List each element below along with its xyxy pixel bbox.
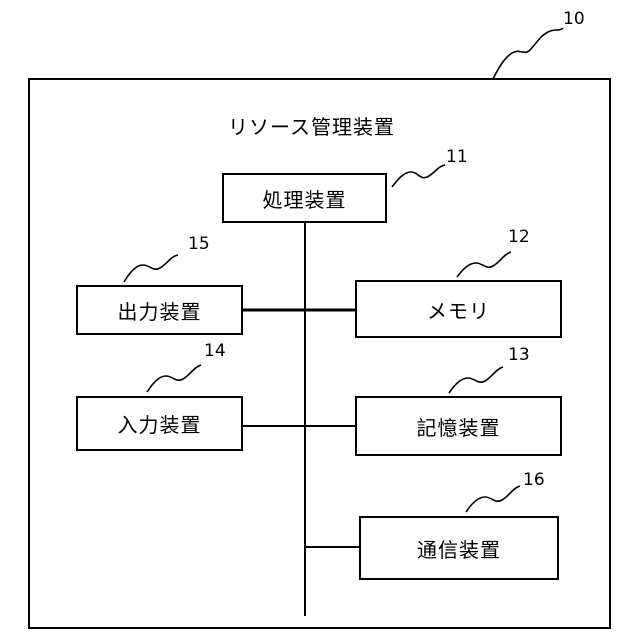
ref-number-11: 11 [446,149,468,166]
leader-line-12 [457,252,511,277]
leader-line-13 [449,367,503,393]
leader-line-11 [392,165,445,187]
ref-number-10: 10 [563,11,585,28]
ref-number-14: 14 [204,343,226,360]
leader-line-14 [147,365,201,392]
output-device-box: 出力装置 [76,285,243,335]
ref-number-13: 13 [508,347,530,364]
output-device-label: 出力装置 [118,296,202,325]
storage-device-label: 記憶装置 [417,412,501,441]
memory-label: メモリ [427,295,490,324]
device-title: リソース管理装置 [228,117,395,137]
processor-label: 処理装置 [263,184,347,213]
input-device-label: 入力装置 [118,409,202,438]
communication-device-box: 通信装置 [359,516,559,580]
leader-line-10 [493,28,563,79]
leader-line-16 [466,486,520,512]
processor-box: 処理装置 [222,173,387,223]
memory-box: メモリ [355,280,562,338]
ref-number-15: 15 [188,236,210,253]
communication-device-label: 通信装置 [417,534,501,563]
ref-number-12: 12 [508,229,530,246]
input-device-box: 入力装置 [76,396,243,451]
leader-line-15 [124,255,178,282]
storage-device-box: 記憶装置 [355,396,562,456]
ref-number-16: 16 [523,472,545,489]
